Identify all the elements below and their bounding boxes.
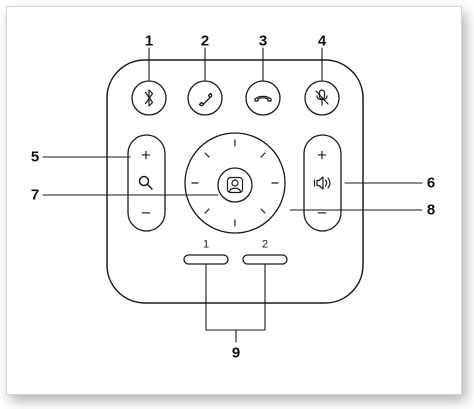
preset-1-label: 1 [202, 238, 210, 251]
call-answer-button[interactable] [187, 80, 223, 116]
home-button[interactable] [217, 167, 253, 203]
ptz-pad[interactable] [184, 132, 286, 234]
callout-lines [42, 47, 423, 343]
phone-hangup-icon [254, 95, 272, 102]
callout-4: 4 [317, 32, 327, 50]
callout-5: 5 [30, 148, 40, 166]
zoom-rocker[interactable] [127, 134, 166, 232]
callout-6: 6 [426, 174, 436, 192]
preset-button-2[interactable] [242, 254, 288, 265]
volume-rocker[interactable] [303, 134, 342, 232]
preset-2-label: 2 [261, 238, 269, 251]
bluetooth-icon [144, 89, 154, 107]
ptz-tick-up-left [204, 152, 210, 158]
callout-3: 3 [258, 32, 268, 50]
callout-9: 9 [231, 344, 241, 362]
mic-mute-icon [315, 89, 329, 106]
callout-8: 8 [426, 201, 436, 219]
call-end-button[interactable] [245, 80, 281, 116]
zoom-out-glyph: − [141, 203, 151, 223]
ptz-tick-down-right [260, 208, 266, 214]
magnifier-icon [138, 175, 153, 190]
speaker-icon [313, 176, 331, 190]
mic-mute-button[interactable] [304, 80, 340, 116]
callout-7: 7 [30, 186, 40, 204]
ptz-tick-down-left [204, 208, 210, 214]
callout-1: 1 [144, 32, 154, 50]
phone-answer-icon [198, 92, 213, 107]
volume-down-glyph: − [317, 203, 327, 223]
preset-button-1[interactable] [183, 254, 229, 265]
callout-2: 2 [200, 32, 210, 50]
zoom-in-glyph: + [141, 145, 151, 165]
remote-body [106, 59, 364, 304]
ptz-tick-up-right [260, 152, 266, 158]
person-home-icon [226, 176, 244, 194]
bluetooth-button[interactable] [131, 80, 167, 116]
volume-up-glyph: + [317, 145, 327, 165]
ptz-direction-ticks [191, 139, 279, 227]
